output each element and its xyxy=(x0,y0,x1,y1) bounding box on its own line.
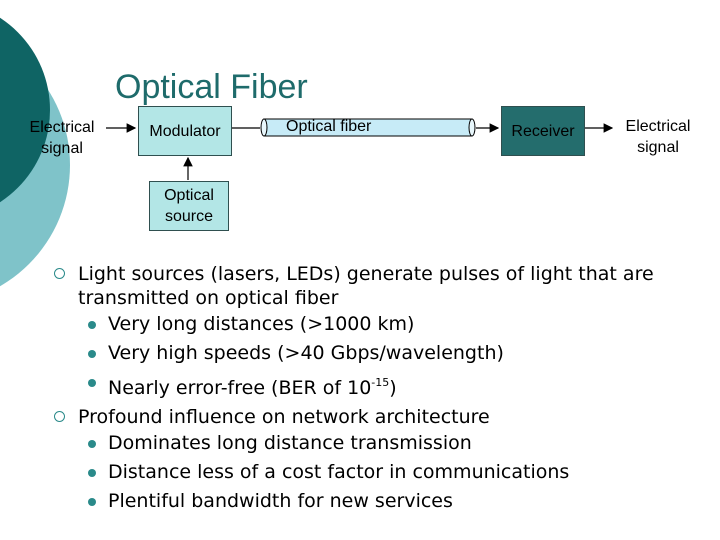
sub-bullet-text: Very high speeds (>40 Gbps/wavelength) xyxy=(108,342,504,364)
modulator-box: Modulator xyxy=(138,106,232,156)
output-signal-label: Electrical signal xyxy=(625,118,691,156)
sub-bullet-item: Very long distances (>1000 km) xyxy=(54,312,704,337)
sub-bullet-text: Dominates long distance transmission xyxy=(108,432,472,454)
optical-fiber-label: Optical fiber xyxy=(286,118,372,135)
bullet-item: Light sources (lasers, LEDs) generate pu… xyxy=(54,262,704,310)
sub-bullet-item: Distance less of a cost factor in commun… xyxy=(54,460,704,485)
bullet-list: Light sources (lasers, LEDs) generate pu… xyxy=(54,262,704,518)
filled-bullet-icon xyxy=(88,498,96,506)
sub-bullet-item: Nearly error-free (BER of 10-15) xyxy=(54,370,704,401)
sub-bullet-text: Distance less of a cost factor in commun… xyxy=(108,461,570,483)
input-signal-label: Electrical signal xyxy=(29,119,95,157)
filled-bullet-icon xyxy=(88,321,96,329)
dark-circle-shape xyxy=(0,17,50,203)
sub-bullet-text: Nearly error-free (BER of 10 xyxy=(108,377,372,399)
decorative-circles xyxy=(0,17,70,287)
filled-bullet-icon xyxy=(88,350,96,358)
filled-bullet-icon xyxy=(88,379,96,387)
bullet-text: Profound influence on network architectu… xyxy=(78,406,490,428)
sub-bullet-text: Very long distances (>1000 km) xyxy=(108,313,415,335)
sub-bullet-text: Plentiful bandwidth for new services xyxy=(108,490,453,512)
filled-bullet-icon xyxy=(88,440,96,448)
hollow-bullet-icon xyxy=(54,411,65,422)
sub-bullet-item: Plentiful bandwidth for new services xyxy=(54,489,704,514)
sub-bullet-item: Dominates long distance transmission xyxy=(54,431,704,456)
fiber-diagram xyxy=(106,118,614,180)
filled-bullet-icon xyxy=(88,469,96,477)
bullet-text: Light sources (lasers, LEDs) generate pu… xyxy=(78,263,654,309)
optical-source-box: Optical source xyxy=(149,181,229,231)
exponent: -15 xyxy=(371,376,390,389)
hollow-bullet-icon xyxy=(54,268,65,279)
sub-bullet-tail: ) xyxy=(389,377,397,399)
sub-bullet-item: Very high speeds (>40 Gbps/wavelength) xyxy=(54,341,704,366)
fiber-tube xyxy=(260,118,476,137)
slide-title: Optical Fiber xyxy=(115,68,308,106)
bullet-item: Profound influence on network architectu… xyxy=(54,405,704,429)
receiver-box: Receiver xyxy=(501,106,585,156)
